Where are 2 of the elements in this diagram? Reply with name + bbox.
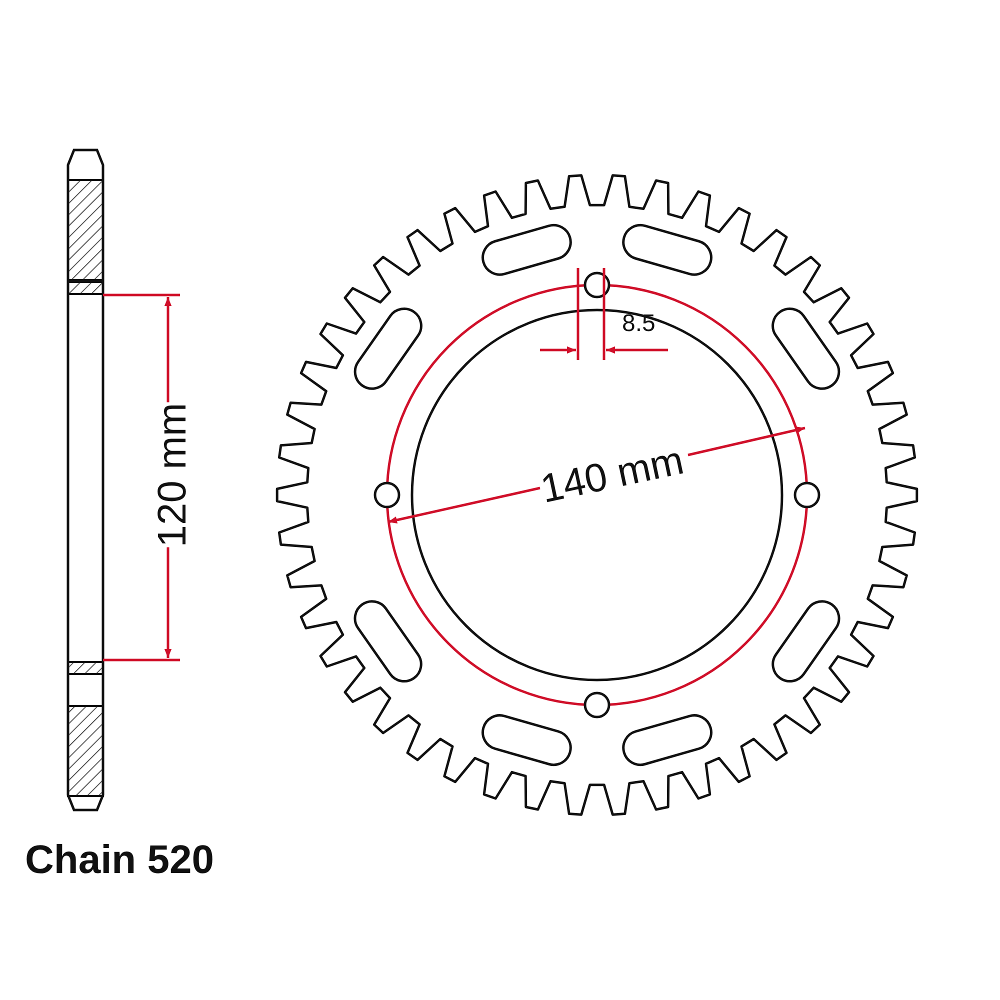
chain-size-label: Chain 520 [25, 840, 214, 880]
dimension-label: 8.5 [622, 312, 656, 336]
